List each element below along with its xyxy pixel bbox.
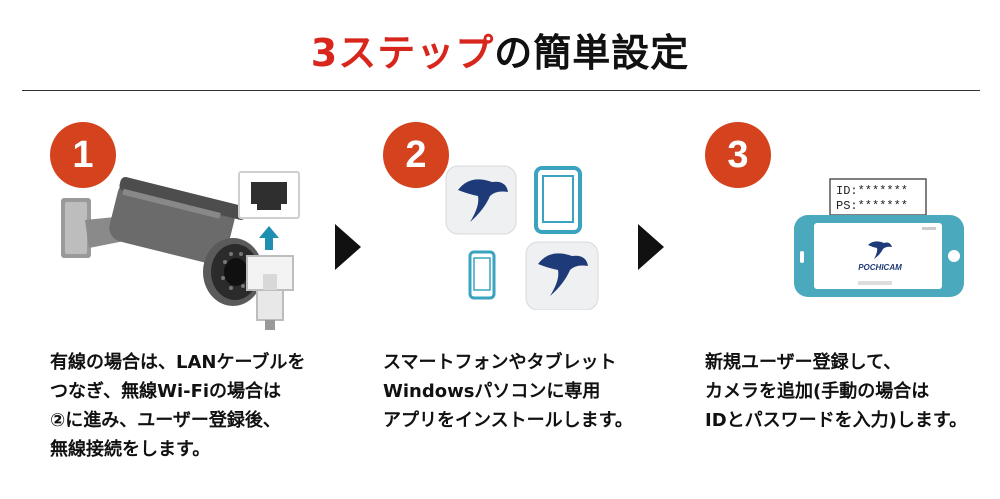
credential-id: ID:******* <box>836 184 908 198</box>
step-1-badge: 1 <box>50 122 116 188</box>
step-3-description: 新規ユーザー登録して、 カメラを追加(手動の場合は IDとパスワードを入力)しま… <box>705 348 967 435</box>
step-3-line: IDとパスワードを入力)します。 <box>705 410 968 431</box>
title-highlight: 3ステップ <box>310 31 495 75</box>
app-logo-text: POCHICAM <box>858 263 902 272</box>
step-1-line: ②に進み、ユーザー登録後、 <box>50 410 281 431</box>
page-title: 3ステップの簡単設定 <box>0 22 1000 77</box>
security-camera-icon <box>61 171 300 330</box>
step-2-line: アプリをインストールします。 <box>383 410 633 431</box>
step-1-line: つなぎ、無線Wi-Fiの場合は <box>50 381 282 402</box>
step-3-line: 新規ユーザー登録して、 <box>705 352 902 373</box>
devices-apps-icon <box>445 165 599 310</box>
step-2-line: スマートフォンやタブレット <box>383 352 617 373</box>
step-2-description: スマートフォンやタブレット Windowsパソコンに専用 アプリをインストールし… <box>383 348 633 435</box>
next-arrow-icon <box>335 224 361 270</box>
credential-ps: PS:******* <box>836 199 908 213</box>
step-3-line: カメラを追加(手動の場合は <box>705 381 930 402</box>
step-3-badge: 3 <box>705 122 771 188</box>
title-divider <box>22 90 980 91</box>
next-arrow-icon <box>638 224 664 270</box>
title-rest: の簡単設定 <box>494 31 690 75</box>
step-1-line: 有線の場合は、LANケーブルを <box>50 352 306 373</box>
smartphone-app-icon: ID:******* PS:******* POCHICAM <box>794 178 964 297</box>
step-1-line: 無線接続をします。 <box>50 439 211 460</box>
step-1-description: 有線の場合は、LANケーブルを つなぎ、無線Wi-Fiの場合は ②に進み、ユーザ… <box>50 348 305 464</box>
step-2-line: Windowsパソコンに専用 <box>383 381 601 402</box>
step-2-badge: 2 <box>383 122 449 188</box>
